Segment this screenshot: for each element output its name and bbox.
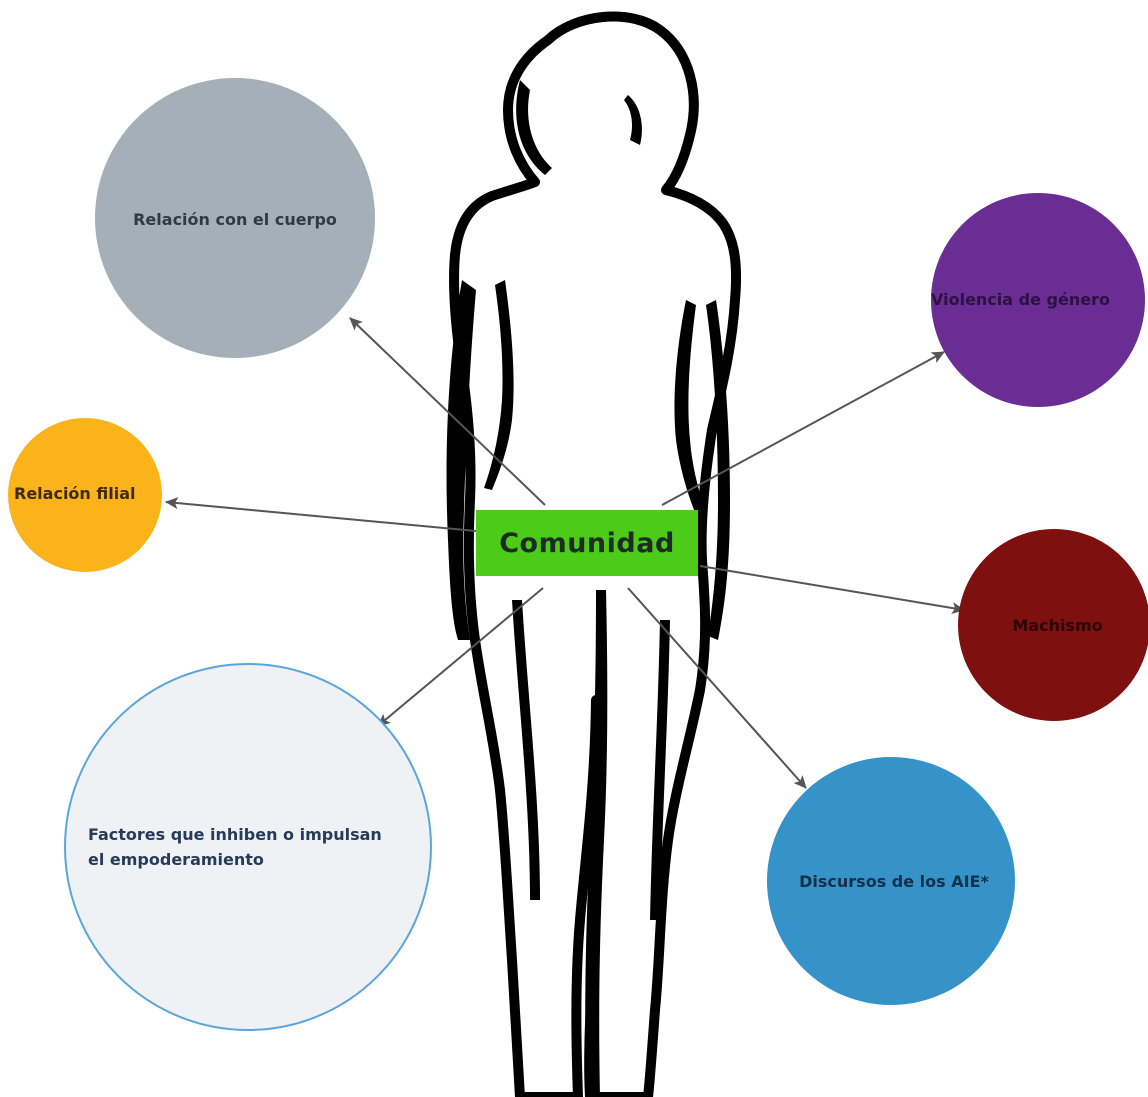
arrow-to-relacion-cuerpo [349,317,546,506]
center-label: Comunidad [499,527,675,559]
node-violencia-genero-circle [931,193,1145,407]
node-relacion-cuerpo-circle [95,78,375,358]
node-relacion-filial-circle [8,418,162,572]
connectors [165,317,965,789]
arrow-to-factores [377,587,544,727]
arrow-to-machismo [699,565,965,614]
node-machismo-circle [958,529,1148,721]
node-factores-circle [64,663,432,1031]
arrow-to-violencia-genero [661,351,945,506]
arrow-to-discursos [627,587,807,789]
arrow-to-relacion-filial [165,497,477,532]
node-discursos-circle [767,757,1015,1005]
center-box [476,510,698,576]
